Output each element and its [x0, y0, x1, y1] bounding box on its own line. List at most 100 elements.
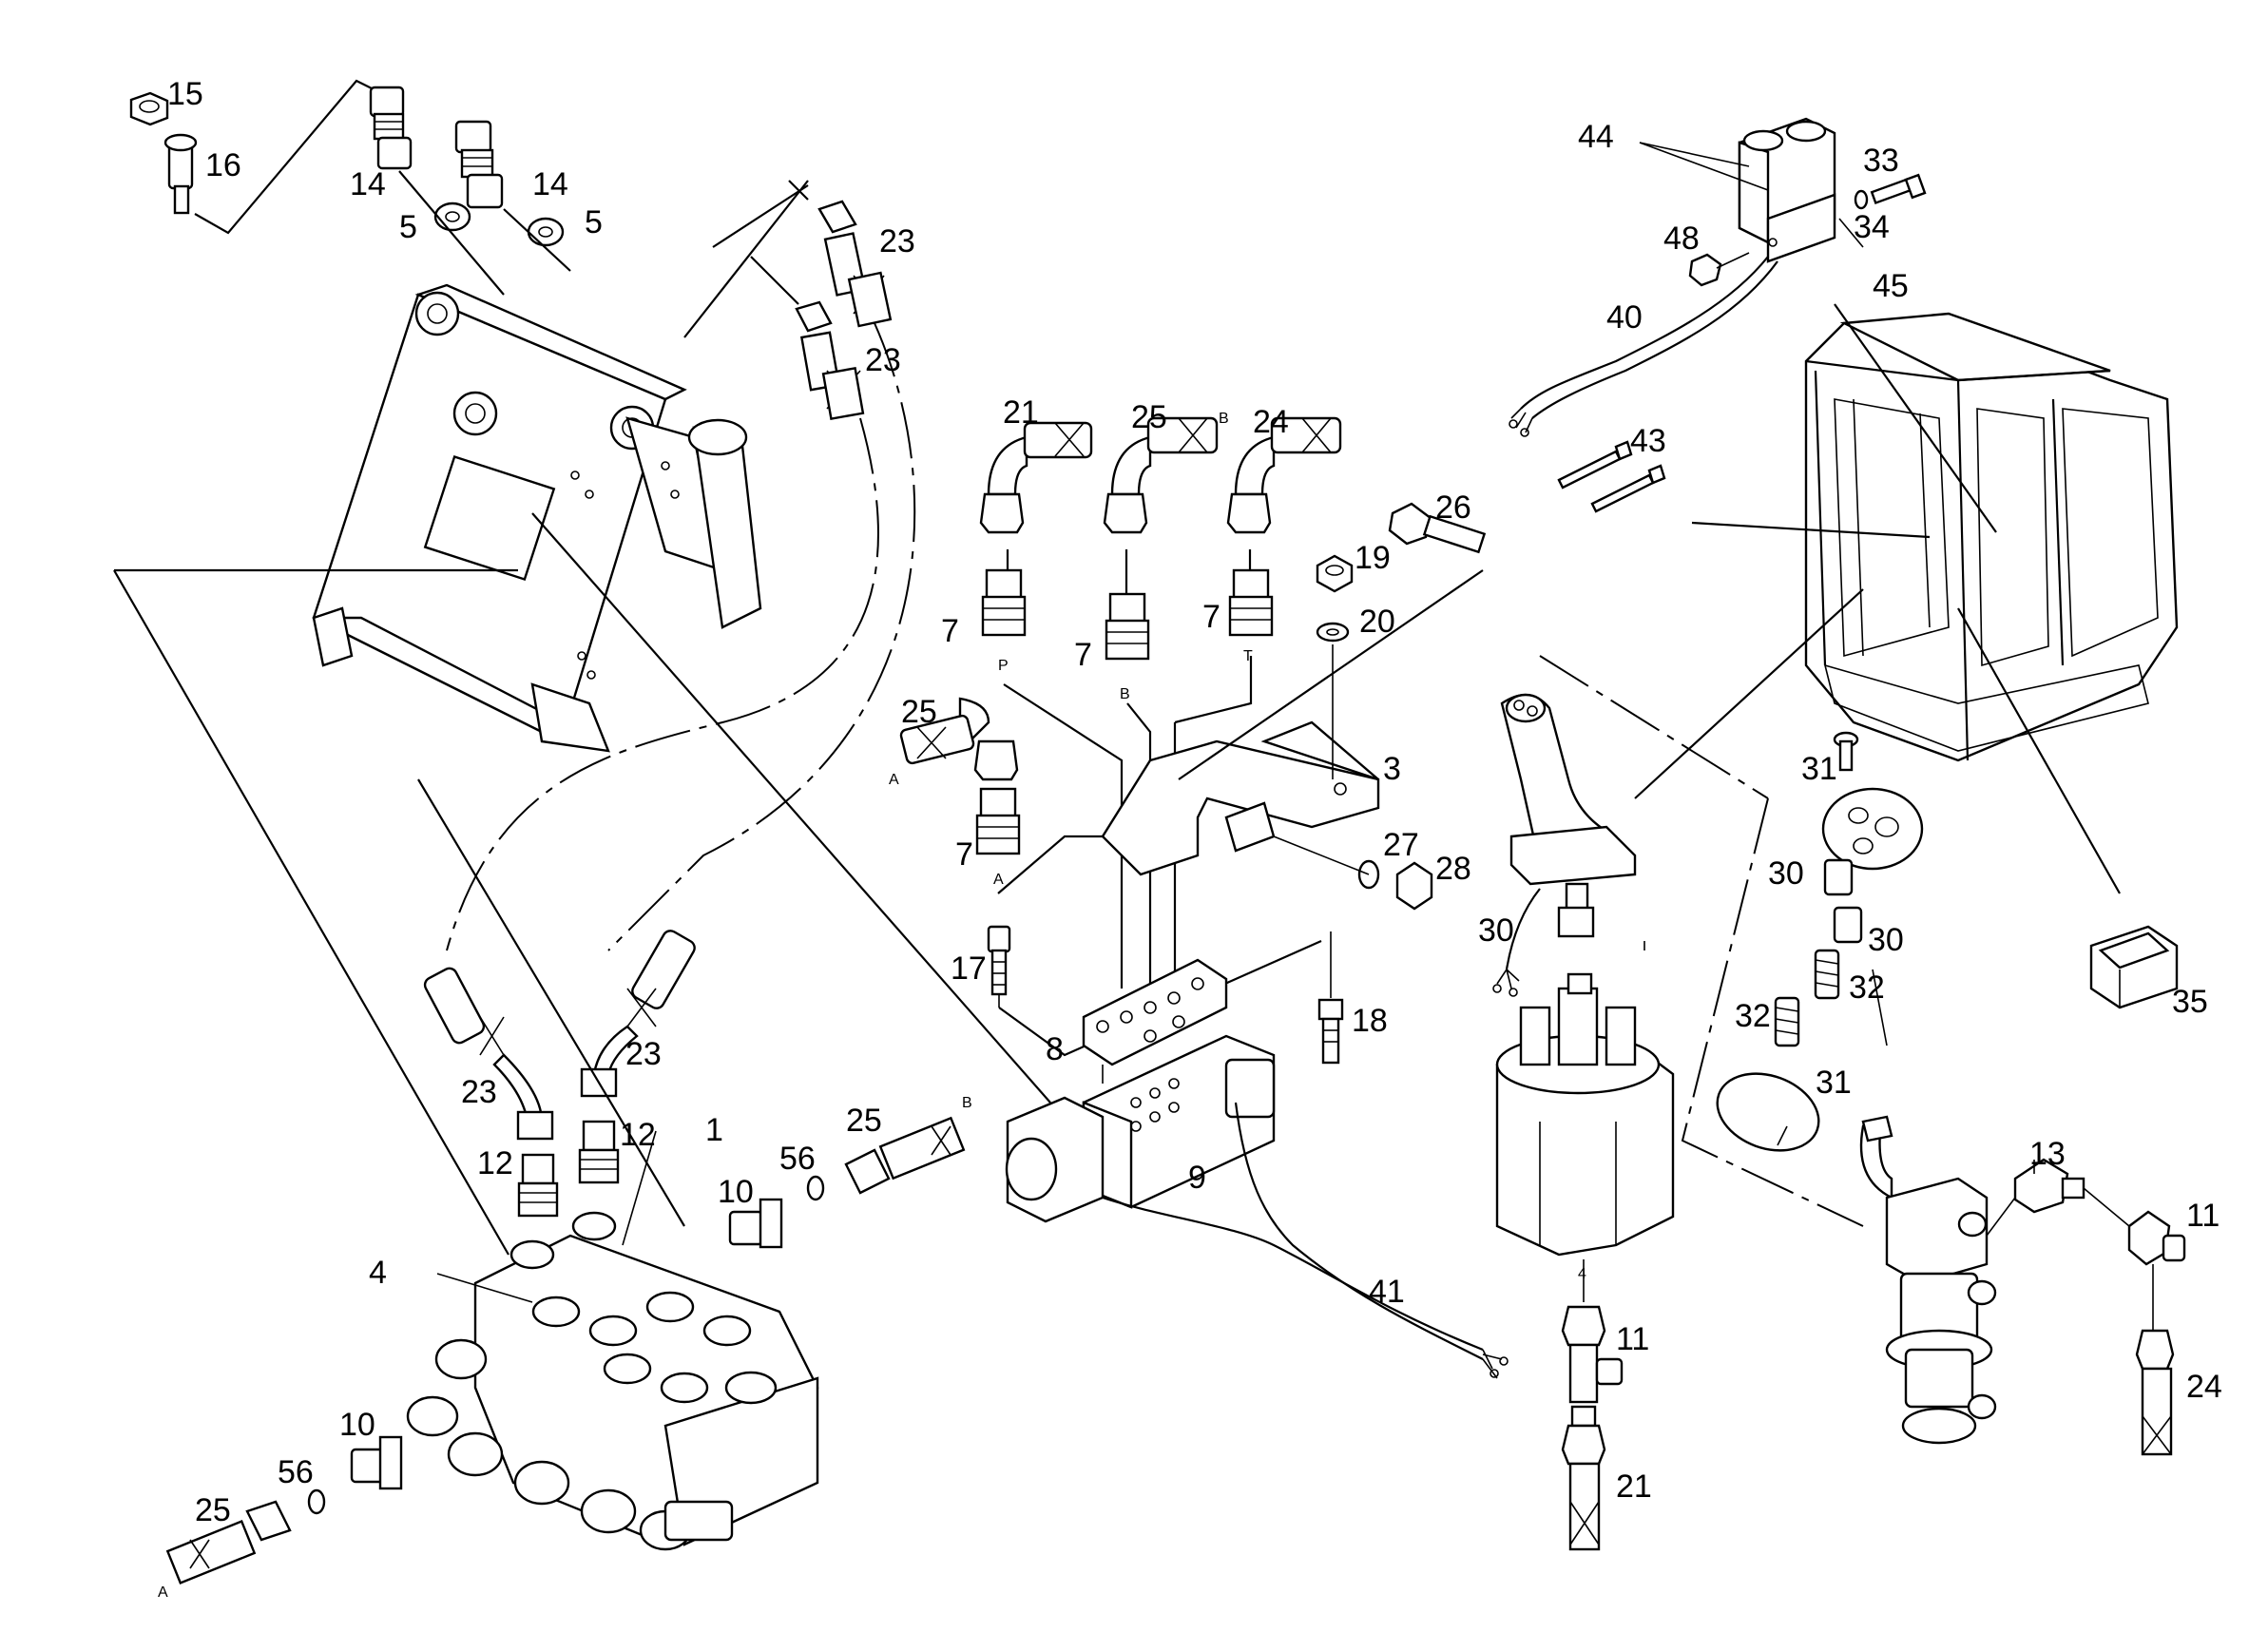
washer-5-left	[433, 202, 471, 232]
control-valve-4	[406, 1211, 819, 1551]
callout-32-a: 32	[1849, 969, 1885, 1006]
screw-33	[1870, 173, 1927, 205]
washer-56-right	[806, 1175, 825, 1201]
subplate-8	[1082, 958, 1228, 1066]
hose-23-upper-b	[795, 300, 865, 420]
callout-25-right: 25	[846, 1103, 882, 1139]
callout-numbers: 15 16 14 14 5 5 23 23 23 23 21 25 24 7 7…	[167, 76, 2222, 1528]
pump-assembly	[1495, 972, 1675, 1257]
spring-32-b	[1774, 996, 1800, 1047]
screw-31-top	[1833, 731, 1859, 772]
cable-40	[1509, 256, 1778, 437]
fitting-7-B	[1105, 592, 1150, 661]
callout-24-top: 24	[1253, 404, 1289, 440]
callout-16: 16	[205, 147, 241, 183]
fitting-14-left	[369, 86, 413, 170]
elbow-25-B	[1103, 416, 1219, 534]
callout-40: 40	[1606, 299, 1643, 336]
callout-30-a: 30	[1768, 855, 1804, 892]
washer-56-left	[307, 1488, 326, 1515]
bracket-3	[1101, 720, 1380, 876]
cap-30-a	[1823, 858, 1854, 896]
port-A-hose: A	[889, 772, 899, 788]
nut-15	[129, 91, 169, 126]
washer-20	[1316, 622, 1350, 643]
port-B-hose: B	[1219, 411, 1229, 427]
bolt-18	[1317, 998, 1344, 1065]
spring-32-a	[1814, 949, 1840, 1000]
port-A: A	[993, 872, 1004, 888]
callout-23-top-a: 23	[879, 223, 915, 259]
callout-7-P: 7	[941, 613, 959, 649]
callout-3: 3	[1383, 751, 1401, 787]
cable-41	[1102, 1102, 1509, 1379]
port-letters: P B T A A B B A	[158, 411, 1253, 1601]
brake-valve	[1859, 1115, 1997, 1445]
nut-48	[1688, 253, 1722, 287]
hose-23-upper-a	[817, 200, 893, 328]
joystick-cable-30	[1492, 888, 1541, 997]
callout-33: 33	[1863, 143, 1899, 179]
callout-23-lower-a: 23	[461, 1074, 497, 1110]
callout-10-left: 10	[339, 1407, 375, 1443]
joystick	[1500, 693, 1637, 938]
callout-56-right: 56	[779, 1141, 816, 1177]
port-B-right: B	[962, 1095, 972, 1111]
terminal-pins-43	[1557, 440, 1666, 513]
rocker-switch-35	[2089, 925, 2179, 1009]
callout-41: 41	[1369, 1274, 1405, 1310]
elbow-25-A	[899, 697, 1019, 781]
fitting-7-A	[975, 787, 1021, 855]
hose-23-lower-a	[423, 967, 554, 1141]
callout-48: 48	[1663, 221, 1700, 257]
fitting-7-P	[981, 568, 1027, 637]
screw-17	[987, 925, 1011, 996]
callout-31-bottom: 31	[1816, 1065, 1852, 1101]
callout-25-left: 25	[195, 1492, 231, 1528]
cap-30-b	[1833, 906, 1863, 944]
callout-28: 28	[1435, 851, 1471, 887]
callout-43: 43	[1630, 423, 1666, 459]
callout-31-top: 31	[1801, 751, 1837, 787]
callout-34: 34	[1854, 209, 1890, 245]
callout-11-right: 11	[2186, 1198, 2220, 1234]
port-B: B	[1120, 686, 1130, 702]
hose-25-right	[844, 1116, 966, 1195]
hose-25-left	[165, 1500, 292, 1584]
leader-lines	[436, 142, 2035, 1303]
port-P: P	[998, 658, 1009, 674]
callout-44: 44	[1578, 119, 1614, 155]
callout-4-pump: 4	[1578, 1266, 1586, 1282]
fitting-14-right	[454, 120, 504, 209]
pin-16	[163, 133, 198, 215]
callout-30-joystick: 30	[1478, 912, 1514, 949]
elbow-24	[1226, 416, 1342, 534]
nut-28	[1395, 861, 1433, 911]
loader-frame	[312, 283, 762, 753]
callout-20: 20	[1359, 604, 1395, 640]
callout-25-top: 25	[1131, 399, 1167, 435]
fitting-12-right	[578, 1120, 620, 1184]
callout-1: 1	[705, 1112, 723, 1148]
callout-45: 45	[1873, 268, 1909, 304]
bolt-26	[1388, 502, 1487, 554]
elbow-21	[979, 421, 1093, 534]
callout-8: 8	[1046, 1031, 1064, 1067]
port-T: T	[1243, 648, 1253, 664]
callout-13: 13	[2029, 1136, 2066, 1172]
solenoid-block-44-45	[1738, 117, 1836, 263]
callout-5-left: 5	[399, 209, 417, 245]
callout-12-left: 12	[477, 1145, 513, 1181]
callout-4-valve: 4	[369, 1255, 387, 1291]
callout-24-right: 24	[2186, 1369, 2222, 1405]
port-A-left: A	[158, 1584, 168, 1601]
operator-cab	[1804, 312, 2179, 762]
callout-14-right: 14	[532, 166, 568, 202]
callout-21-lower: 21	[1616, 1469, 1652, 1505]
fitting-10-left	[350, 1435, 403, 1490]
callout-15: 15	[167, 76, 203, 112]
fitting-10-right	[728, 1198, 783, 1249]
tee-11-lower	[1561, 1305, 1624, 1404]
callout-17: 17	[951, 950, 987, 987]
